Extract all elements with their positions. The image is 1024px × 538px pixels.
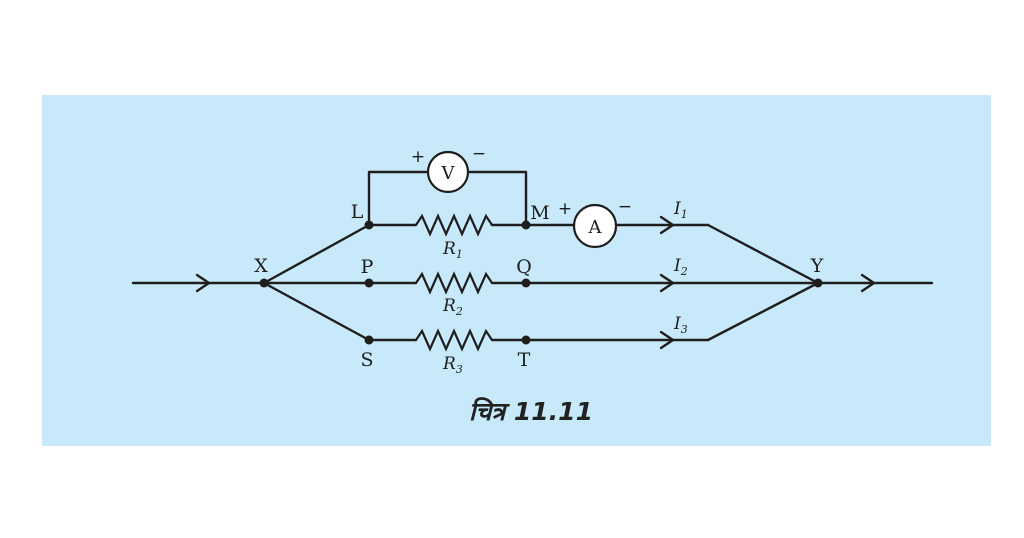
current-i3-subscript: 3 xyxy=(681,323,688,336)
resistor-r1-symbol: R xyxy=(442,239,456,259)
voltmeter-right-lead xyxy=(466,170,528,227)
current-i1-label: I1 xyxy=(673,199,688,221)
node-s-label: S xyxy=(360,349,373,371)
branch-3-left-diagonal xyxy=(262,281,371,342)
resistor-r1-label: R1 xyxy=(442,239,463,261)
current-arrow-i3-icon xyxy=(659,330,675,350)
output-current-arrow-icon xyxy=(860,273,876,293)
node-t-label: T xyxy=(518,349,531,371)
current-i3-symbol: I xyxy=(673,314,681,334)
node-s-dot xyxy=(364,335,374,345)
node-m-dot xyxy=(521,220,531,230)
resistor-r2-symbol: R xyxy=(442,296,456,316)
ammeter-letter: A xyxy=(588,217,603,238)
ammeter-plus-sign: + xyxy=(558,199,572,219)
resistor-r3-subscript: 3 xyxy=(456,363,463,376)
branch-1-left-diagonal xyxy=(262,223,371,285)
ammeter-icon xyxy=(572,203,618,249)
node-x-dot xyxy=(259,278,269,288)
input-current-arrow-icon xyxy=(195,273,211,293)
resistor-r3 xyxy=(415,328,493,352)
node-p-label: P xyxy=(361,256,374,278)
figure-caption: चित्र 11.11 xyxy=(469,397,593,426)
voltmeter-minus-sign: − xyxy=(472,144,486,164)
node-y-dot xyxy=(813,278,823,288)
resistor-r3-label: R3 xyxy=(442,354,463,376)
resistor-r3-symbol: R xyxy=(442,354,456,374)
ammeter-minus-sign: − xyxy=(618,197,632,217)
node-q-label: Q xyxy=(516,256,532,278)
current-i2-label: I2 xyxy=(673,256,688,278)
figure-panel xyxy=(42,95,991,446)
resistor-r2-label: R2 xyxy=(442,296,463,318)
voltmeter-plus-sign: + xyxy=(411,147,425,167)
node-l-label: L xyxy=(351,201,364,223)
resistor-r2 xyxy=(415,271,493,295)
node-l-dot xyxy=(364,220,374,230)
current-arrow-i2-icon xyxy=(659,273,675,293)
resistor-r1-subscript: 1 xyxy=(456,248,463,261)
current-i3-label: I3 xyxy=(673,314,688,336)
node-m-label: M xyxy=(530,202,549,224)
voltmeter-letter: V xyxy=(441,163,456,184)
node-y-label: Y xyxy=(810,255,824,277)
voltmeter-icon xyxy=(426,150,470,194)
node-x-label: X xyxy=(254,255,268,277)
branch-1-right-diagonal xyxy=(706,223,820,285)
current-i2-symbol: I xyxy=(673,256,681,276)
branch-3-right-diagonal xyxy=(706,281,820,342)
voltmeter-left-lead xyxy=(367,170,430,227)
current-arrow-i1-icon xyxy=(659,215,675,235)
current-i2-subscript: 2 xyxy=(680,265,688,278)
resistor-r2-subscript: 2 xyxy=(455,305,463,318)
current-i1-symbol: I xyxy=(673,199,681,219)
node-q-dot xyxy=(521,278,531,288)
resistor-r1 xyxy=(415,213,493,237)
node-t-dot xyxy=(521,335,531,345)
node-p-dot xyxy=(364,278,374,288)
current-i1-subscript: 1 xyxy=(681,208,688,221)
